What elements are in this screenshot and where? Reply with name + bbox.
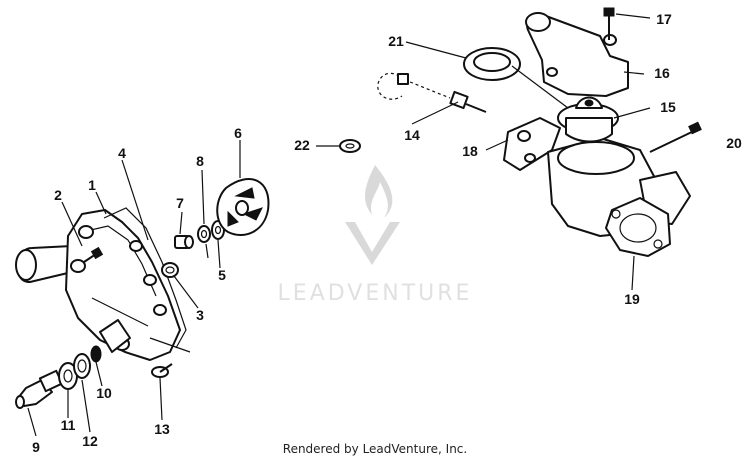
bolt-17 <box>603 7 615 40</box>
footer-credit: Rendered by LeadVenture, Inc. <box>282 442 468 456</box>
pump-housing <box>15 209 181 361</box>
callout-18: 18 <box>462 143 478 159</box>
bolt-20 <box>649 121 702 153</box>
bolt-2 <box>83 246 104 263</box>
washer-12 <box>73 353 91 379</box>
callout-6: 6 <box>234 125 242 141</box>
callout-5: 5 <box>218 267 226 283</box>
temperature-sensor <box>377 72 487 113</box>
impeller <box>216 178 270 237</box>
callout-4: 4 <box>118 145 126 161</box>
gasket <box>103 207 187 349</box>
bolt-13 <box>151 363 173 378</box>
watermark: LEADVENTURE <box>278 165 473 306</box>
callout-21: 21 <box>388 33 404 49</box>
callout-16: 16 <box>654 65 670 81</box>
callout-1: 1 <box>88 177 96 193</box>
callout-13: 13 <box>154 421 170 437</box>
watermark-text: LEADVENTURE <box>278 281 473 306</box>
callout-12: 12 <box>82 433 98 449</box>
callouts: 1 2 3 4 5 6 7 8 9 10 11 12 13 14 15 16 1… <box>32 11 742 455</box>
watermark-v-icon <box>345 222 400 265</box>
seal-21 <box>463 47 521 81</box>
gasket-19 <box>605 197 671 257</box>
clip-22 <box>339 139 361 153</box>
callout-14: 14 <box>404 127 420 143</box>
callout-15: 15 <box>660 99 676 115</box>
callout-9: 9 <box>32 439 40 455</box>
thermostat-cover <box>525 12 629 97</box>
callout-11: 11 <box>61 417 76 433</box>
callout-10: 10 <box>96 385 112 401</box>
callout-17: 17 <box>656 11 672 27</box>
callout-8: 8 <box>196 153 204 169</box>
bushing <box>161 262 179 278</box>
callout-19: 19 <box>624 291 640 307</box>
callout-22: 22 <box>294 137 310 153</box>
washer-10 <box>90 345 102 363</box>
watermark-flame-icon <box>364 165 393 218</box>
callout-3: 3 <box>196 307 204 323</box>
callout-20: 20 <box>726 135 742 151</box>
fitting-9 <box>15 369 64 409</box>
bushing-7 <box>174 235 194 249</box>
washer-8 <box>197 225 211 243</box>
callout-2: 2 <box>54 187 62 203</box>
callout-7: 7 <box>176 195 184 211</box>
leader-lines <box>27 13 651 437</box>
thermostat <box>557 96 619 143</box>
